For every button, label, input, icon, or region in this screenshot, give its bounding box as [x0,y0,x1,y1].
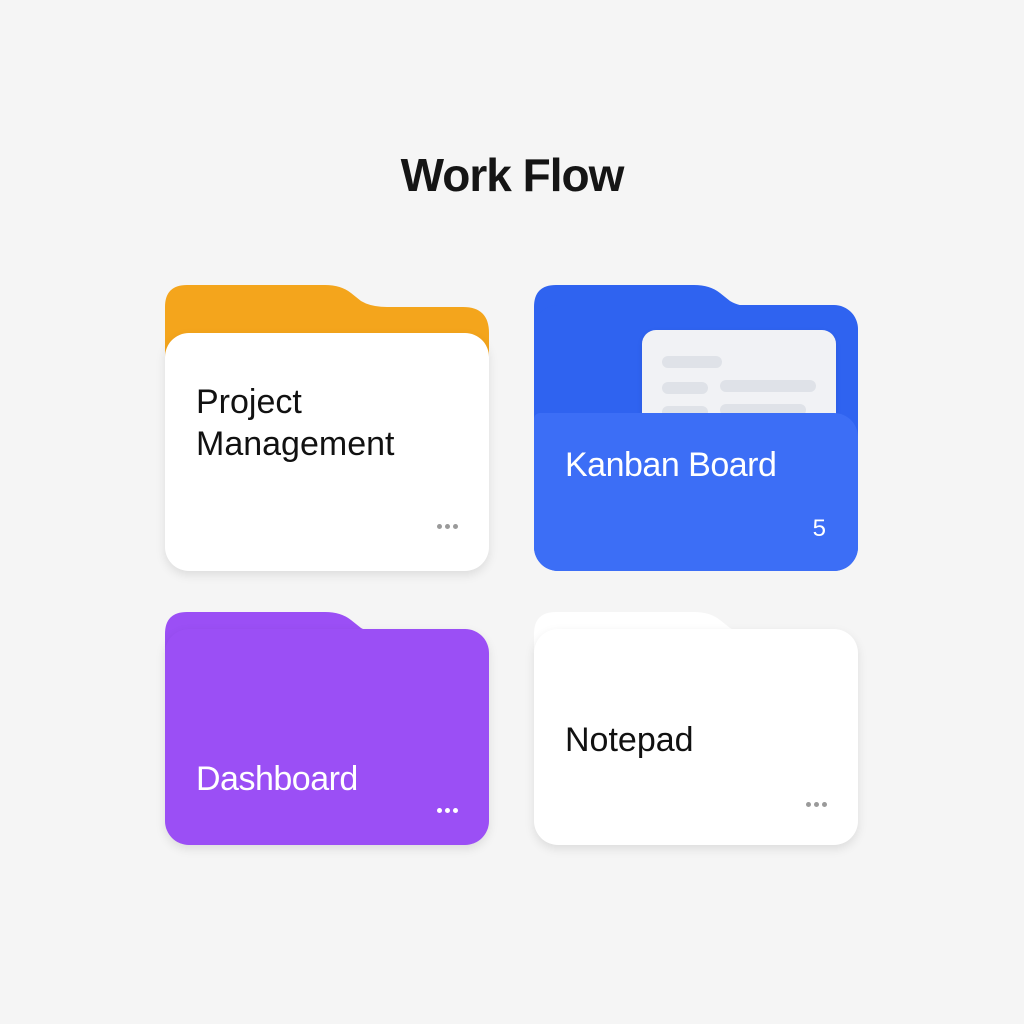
folder-dashboard[interactable]: Dashboard [165,607,489,845]
folder-body [165,629,489,845]
more-options-icon[interactable] [434,795,458,817]
item-count-badge: 5 [812,515,826,542]
page-title: Work Flow [400,149,625,201]
more-options-icon[interactable] [803,789,827,811]
folder-body [165,333,489,571]
folder-body [534,629,858,845]
folder-label: Kanban Board [565,446,777,484]
folder-label: Dashboard [196,760,358,798]
more-options-icon[interactable] [434,511,458,533]
folder-kanban-board[interactable]: Kanban Board 5 [534,285,858,571]
folder-notepad[interactable]: Notepad [534,607,858,845]
folder-front [534,413,858,571]
folder-project-management[interactable]: Project Management [165,285,489,571]
folder-label: Project Management [196,383,395,463]
folder-label: Notepad [565,721,694,759]
